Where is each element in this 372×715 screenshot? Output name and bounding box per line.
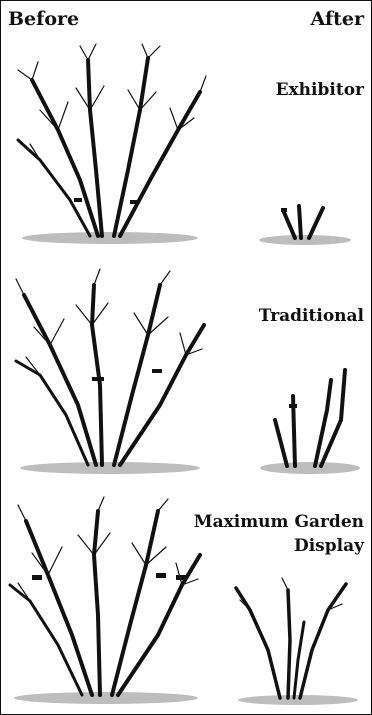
cane: [94, 511, 100, 695]
ground-shadow: [260, 462, 360, 474]
twigs: [18, 497, 198, 601]
cane: [283, 210, 295, 238]
ground-shadow: [238, 695, 358, 705]
bush-after-traditional: [255, 360, 365, 480]
bush-before-exhibitor: [10, 40, 210, 250]
leaf-node: [152, 369, 162, 373]
ground-shadow: [22, 232, 198, 244]
leaf-node: [74, 198, 82, 202]
twigs: [240, 578, 342, 610]
cane: [16, 361, 88, 465]
leaf-node: [92, 377, 104, 381]
leaf-node: [156, 573, 166, 578]
before-header: Before: [8, 8, 79, 30]
ground-shadow: [14, 692, 198, 704]
twigs: [16, 269, 202, 375]
cane: [114, 58, 148, 236]
after-header: After: [311, 8, 364, 30]
label-line-1: Maximum Garden: [194, 510, 364, 534]
label-traditional: Traditional: [259, 304, 364, 328]
cane: [10, 585, 82, 695]
cane: [275, 420, 287, 466]
leaf-node: [32, 575, 42, 580]
label-maximum-garden-display: Maximum Garden Display: [194, 510, 364, 558]
cane: [299, 206, 301, 238]
label-exhibitor: Exhibitor: [276, 78, 364, 102]
cane: [236, 588, 280, 698]
cane: [288, 590, 290, 698]
cane: [120, 92, 200, 236]
cane: [300, 584, 346, 698]
bush-before-maximum-garden: [6, 495, 206, 710]
ground-shadow: [20, 462, 200, 474]
bush-after-exhibitor: [255, 190, 355, 250]
cane: [92, 285, 102, 465]
cane: [24, 295, 96, 465]
cane: [309, 208, 323, 238]
leaf-node: [289, 404, 297, 408]
leaf-node: [281, 208, 287, 212]
ground-shadow: [259, 235, 351, 245]
leaf-node: [130, 200, 138, 204]
bush-after-maximum-garden: [228, 570, 368, 710]
bush-before-traditional: [10, 265, 210, 480]
cane: [18, 140, 90, 236]
label-line-2: Display: [194, 534, 364, 558]
twigs: [18, 44, 206, 160]
leaf-node: [176, 575, 186, 580]
